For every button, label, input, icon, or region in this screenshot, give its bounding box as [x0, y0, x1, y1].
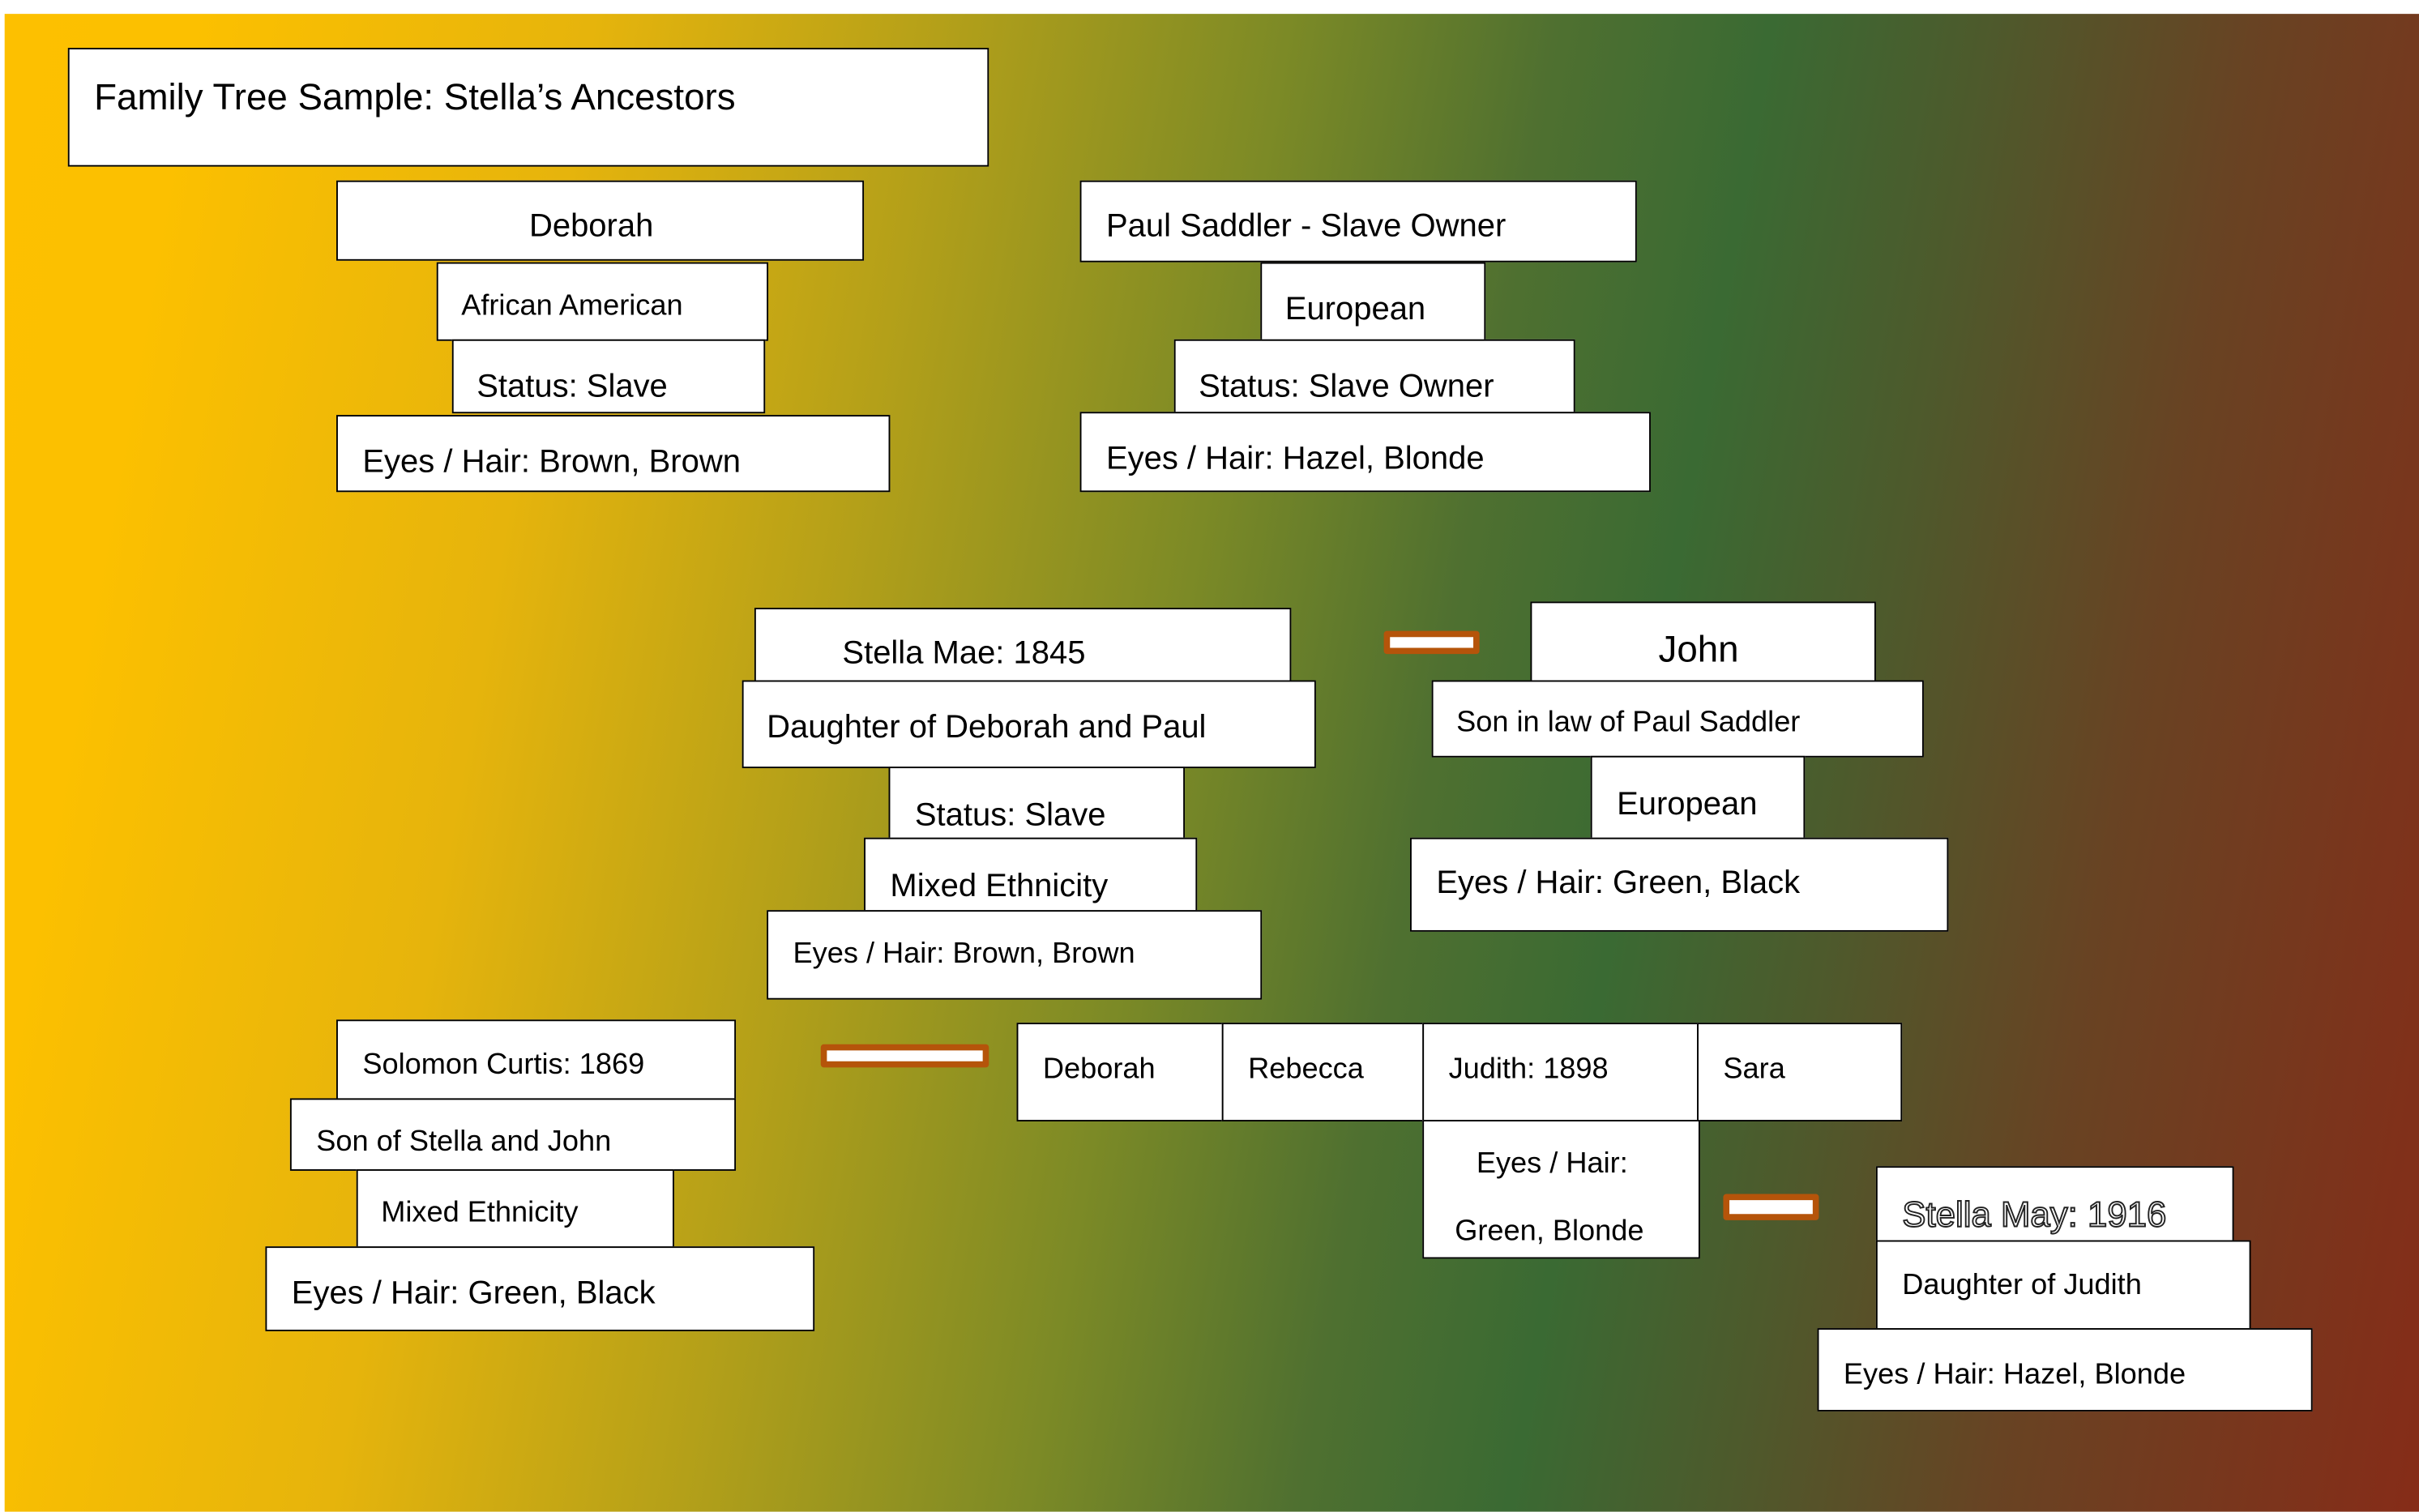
- paul-status: Status: Slave Owner: [1199, 368, 1494, 404]
- stella-mae-eyes-hair: Eyes / Hair: Brown, Brown: [793, 938, 1135, 971]
- deborah-ethnicity-box: African American: [436, 262, 769, 341]
- deborah-eyes-hair: Eyes / Hair: Brown, Brown: [362, 444, 741, 481]
- john-ethnicity-box: European: [1590, 755, 1806, 839]
- paul-eyes-hair: Eyes / Hair: Hazel, Blonde: [1105, 441, 1485, 477]
- solomon-eyes-hair-box: Eyes / Hair: Green, Black: [265, 1246, 815, 1331]
- deborah-eyes-hair-box: Eyes / Hair: Brown, Brown: [336, 415, 891, 493]
- john-eyes-hair-box: Eyes / Hair: Green, Black: [1409, 837, 1949, 932]
- stella-mae-name-box: Stella Mae: 1845: [754, 608, 1292, 682]
- deborah-status-box: Status: Slave: [451, 339, 766, 414]
- child-name: Rebecca: [1248, 1053, 1364, 1087]
- solomon-name-box: Solomon Curtis: 1869: [336, 1019, 737, 1100]
- john-name-box: John: [1530, 601, 1876, 682]
- paul-eyes-hair-box: Eyes / Hair: Hazel, Blonde: [1079, 412, 1651, 493]
- stella-may-eyes-hair: Eyes / Hair: Hazel, Blonde: [1843, 1359, 2186, 1392]
- child-name: Sara: [1723, 1053, 1785, 1087]
- judith-eyes-hair-box: Eyes / Hair: Green, Blonde: [1422, 1120, 1700, 1259]
- solomon-ethnicity-box: Mixed Ethnicity: [356, 1169, 674, 1249]
- solomon-ethnicity: Mixed Ethnicity: [381, 1197, 579, 1230]
- page-title: Family Tree Sample: Stella’s Ancestors: [94, 77, 736, 119]
- stella-may-eyes-hair-box: Eyes / Hair: Hazel, Blonde: [1817, 1328, 2313, 1412]
- child-sara-box: Sara: [1697, 1023, 1903, 1121]
- paul-status-box: Status: Slave Owner: [1173, 339, 1575, 414]
- judith-eyes-hair-line1: Eyes / Hair:: [1476, 1147, 1628, 1181]
- john-ethnicity: European: [1617, 786, 1758, 822]
- deborah-name-box: Deborah: [336, 180, 865, 261]
- deborah-status: Status: Slave: [477, 368, 668, 404]
- paul-ethnicity-box: European: [1260, 262, 1486, 341]
- stella-mae-ethnicity: Mixed Ethnicity: [890, 868, 1109, 904]
- sibling-connector: [820, 1044, 989, 1068]
- paul-ethnicity: European: [1284, 291, 1426, 327]
- stella-mae-eyes-hair-box: Eyes / Hair: Brown, Brown: [767, 910, 1263, 1000]
- title-box: Family Tree Sample: Stella’s Ancestors: [67, 48, 989, 167]
- child-rebecca-box: Rebecca: [1221, 1023, 1425, 1121]
- stella-mae-relation-box: Daughter of Deborah and Paul: [742, 680, 1316, 769]
- stella-mae-ethnicity-box: Mixed Ethnicity: [864, 837, 1198, 912]
- marriage-connector: [1383, 630, 1480, 655]
- stella-may-name-box: Stella May: 1916: [1875, 1166, 2234, 1242]
- child-deborah-box: Deborah: [1016, 1023, 1224, 1121]
- child-name: Deborah: [1042, 1053, 1156, 1087]
- child-name: Judith: 1898: [1448, 1053, 1609, 1087]
- paul-name-box: Paul Saddler - Slave Owner: [1079, 180, 1637, 263]
- stella-mae-status: Status: Slave: [914, 797, 1106, 833]
- john-relation: Son in law of Paul Saddler: [1456, 706, 1801, 739]
- john-name: John: [1658, 629, 1739, 672]
- stella-mae-relation: Daughter of Deborah and Paul: [767, 709, 1207, 745]
- descendant-connector: [1723, 1194, 1819, 1220]
- john-eyes-hair: Eyes / Hair: Green, Black: [1436, 865, 1801, 901]
- deborah-name: Deborah: [528, 207, 654, 244]
- stella-may-relation-box: Daughter of Judith: [1875, 1240, 2251, 1330]
- stella-may-name: Stella May: 1916: [1901, 1194, 2167, 1235]
- solomon-relation: Son of Stella and John: [316, 1125, 612, 1159]
- judith-eyes-hair-line2: Green, Blonde: [1455, 1215, 1644, 1249]
- solomon-relation-box: Son of Stella and John: [289, 1098, 737, 1171]
- stella-may-relation: Daughter of Judith: [1902, 1269, 2142, 1302]
- solomon-name: Solomon Curtis: 1869: [362, 1049, 645, 1082]
- deborah-ethnicity: African American: [461, 289, 683, 322]
- stella-mae-name: Stella Mae: 1845: [842, 635, 1086, 672]
- john-relation-box: Son in law of Paul Saddler: [1431, 680, 1924, 758]
- stella-mae-status-box: Status: Slave: [888, 767, 1186, 839]
- child-judith-box: Judith: 1898: [1422, 1023, 1699, 1121]
- paul-name: Paul Saddler - Slave Owner: [1105, 207, 1507, 244]
- solomon-eyes-hair: Eyes / Hair: Green, Black: [291, 1275, 656, 1312]
